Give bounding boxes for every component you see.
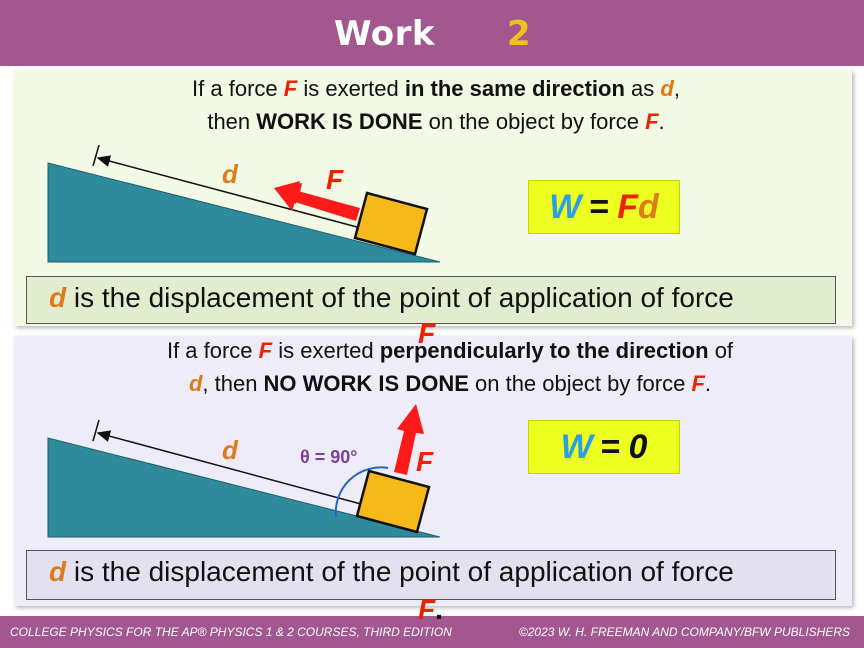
displacement-arrow xyxy=(96,155,373,232)
displacement-label: d xyxy=(222,435,239,465)
bottom-intro-line2: d, then NO WORK IS DONE on the object by… xyxy=(188,371,712,396)
force-arrow-body xyxy=(394,404,424,475)
formula-equals: = xyxy=(589,187,610,226)
angle-arc xyxy=(334,466,389,518)
top-intro-line1: If a force F is exerted in the same dire… xyxy=(192,76,680,101)
force-label: F xyxy=(326,164,344,195)
top-intro-text: If a force F is exerted in the same dire… xyxy=(60,72,812,138)
displacement-tick xyxy=(92,419,100,442)
top-intro-line2: then WORK IS DONE on the object by force… xyxy=(207,109,665,134)
title-bar: Work 2 xyxy=(0,0,864,66)
footer-book-title: COLLEGE PHYSICS FOR THE AP® PHYSICS 1 & … xyxy=(10,625,452,639)
formula-W: W xyxy=(560,427,593,466)
force-arrow-body xyxy=(274,181,360,221)
no-work-formula-box: W=0 xyxy=(528,420,680,474)
bottom-definition-F: F. xyxy=(418,594,443,625)
formula-F: F xyxy=(617,187,638,226)
displacement-arrow xyxy=(96,430,373,508)
top-definition-box: d is the displacement of the point of ap… xyxy=(26,276,836,324)
top-definition-F-overlap: F xyxy=(418,318,436,349)
definition-text: is the displacement of the point of appl… xyxy=(66,282,734,313)
force-label: F xyxy=(416,446,434,477)
displacement-tick xyxy=(92,144,100,167)
formula-zero: 0 xyxy=(628,427,648,466)
incline-ramp xyxy=(47,162,441,263)
footer-bar: COLLEGE PHYSICS FOR THE AP® PHYSICS 1 & … xyxy=(0,616,864,648)
definition-d: d xyxy=(49,556,67,587)
formula-W: W xyxy=(549,187,582,226)
formula-equals: = xyxy=(600,427,621,466)
angle-label: θ = 90° xyxy=(300,447,357,467)
incline-ramp xyxy=(47,437,441,538)
definition-d: d xyxy=(49,282,67,313)
bottom-intro-line1: If a force F is exerted perpendicularly … xyxy=(166,338,734,363)
bottom-intro-text: If a force F is exerted perpendicularly … xyxy=(60,334,840,400)
block xyxy=(355,469,431,534)
footer-copyright: ©2023 W. H. FREEMAN AND COMPANY/BFW PUBL… xyxy=(518,625,850,639)
displacement-label: d xyxy=(222,159,239,189)
block xyxy=(353,191,429,256)
definition-text: is the displacement of the point of appl… xyxy=(66,556,734,587)
formula-d: d xyxy=(637,187,659,226)
bottom-definition-box: d is the displacement of the point of ap… xyxy=(26,550,836,600)
slide-number: 2 xyxy=(507,14,531,54)
slide-title: Work xyxy=(334,14,436,54)
